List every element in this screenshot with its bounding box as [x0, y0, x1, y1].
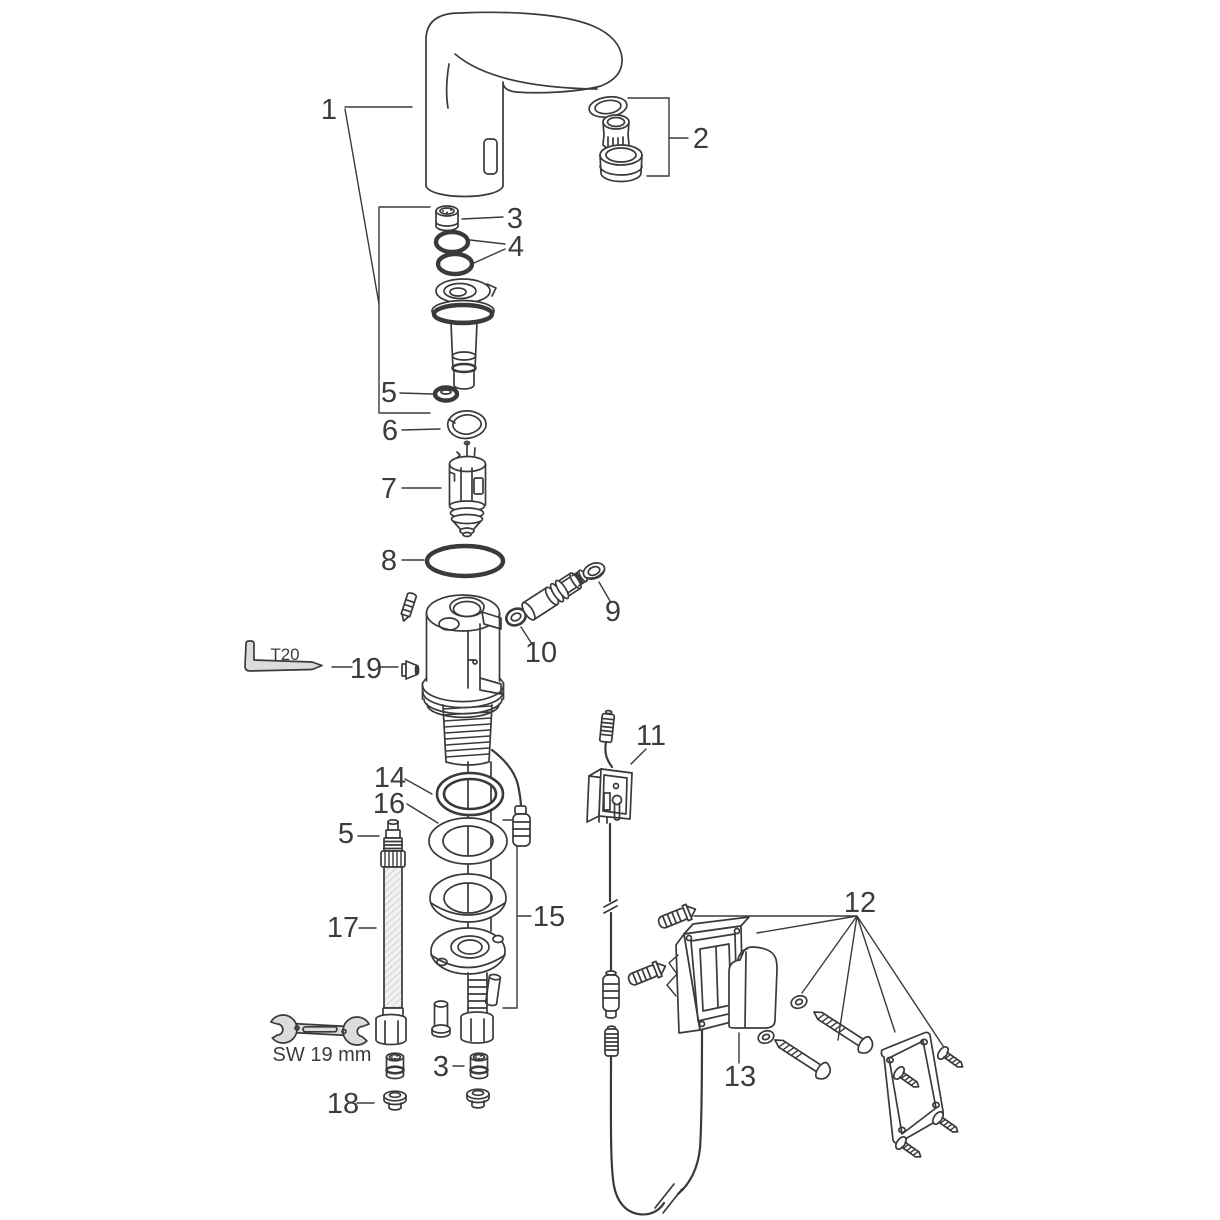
screw-19	[401, 660, 420, 680]
cover-plate	[880, 1031, 945, 1144]
filter-insert-left	[385, 1052, 405, 1080]
shank-lower-connector	[431, 972, 502, 1044]
callout-labels: 1 2 3 4 5 6 7 8 9 10 19 11 14 16 5 15 17…	[270, 94, 876, 1120]
grommet-right	[466, 1088, 490, 1109]
callout-14: 14	[374, 762, 406, 794]
callout-4: 4	[508, 231, 524, 263]
callout-11: 11	[636, 720, 666, 752]
callout-8: 8	[381, 545, 397, 577]
shaped-seal	[446, 410, 487, 440]
wrench-size-label: SW 19 mm	[273, 1044, 372, 1066]
torx-key	[244, 640, 323, 672]
callout-1: 1	[321, 94, 337, 126]
plate-screw-3	[936, 1045, 964, 1068]
plate-screw-4	[931, 1110, 959, 1133]
callout-12: 12	[844, 887, 876, 919]
wood-screw-1	[813, 1011, 874, 1054]
callout-3-top: 3	[507, 203, 523, 235]
washer-small-1	[790, 994, 808, 1010]
callout-5-left: 5	[338, 818, 354, 850]
aerator-assembly	[588, 95, 643, 183]
control-unit	[586, 709, 704, 1216]
callout-10: 10	[525, 637, 557, 669]
callout-17: 17	[327, 912, 359, 944]
washer-16	[428, 817, 508, 865]
callout-2: 2	[693, 123, 709, 155]
torx-size-label: T20	[270, 645, 299, 664]
faucet-body	[425, 11, 623, 198]
callout-13: 13	[724, 1061, 756, 1093]
callout-9: 9	[605, 596, 621, 628]
callout-5-top: 5	[381, 377, 397, 409]
washer-small-2	[757, 1029, 775, 1045]
filter-insert-top	[435, 205, 459, 232]
threaded-shank	[442, 704, 493, 766]
gasket-small-top	[432, 385, 460, 403]
battery-box	[666, 916, 778, 1034]
shank-o-ring-14	[435, 771, 505, 817]
callout-15: 15	[533, 901, 565, 933]
callout-18: 18	[327, 1088, 359, 1120]
washer-thick	[429, 873, 507, 923]
cartridge-housing	[400, 592, 505, 719]
open-end-wrench	[270, 1014, 370, 1046]
mounting-flange	[430, 927, 506, 975]
wall-plug-1	[657, 903, 697, 929]
grommet-left	[383, 1090, 407, 1111]
sensor-cable	[490, 748, 531, 847]
sensor-window	[483, 138, 498, 175]
plate-screw-1	[892, 1065, 920, 1088]
wood-screw-2	[774, 1039, 832, 1080]
solenoid-cartridge	[448, 440, 487, 538]
callout-6: 6	[382, 415, 398, 447]
o-ring-pair	[433, 229, 475, 277]
callout-3-bottom: 3	[433, 1051, 449, 1083]
valve-nut	[582, 562, 606, 580]
plate-screw-2	[894, 1135, 922, 1158]
callout-16: 16	[373, 788, 405, 820]
callout-7: 7	[381, 473, 397, 505]
supply-hose	[375, 818, 407, 1046]
o-ring-large	[424, 543, 506, 579]
wall-plug-2	[627, 960, 667, 986]
riser-tube-assembly	[431, 278, 497, 390]
filter-insert-right	[469, 1052, 489, 1080]
non-return-valve	[505, 569, 588, 627]
callout-19: 19	[350, 653, 382, 685]
callout-leader-lines	[331, 97, 948, 1104]
